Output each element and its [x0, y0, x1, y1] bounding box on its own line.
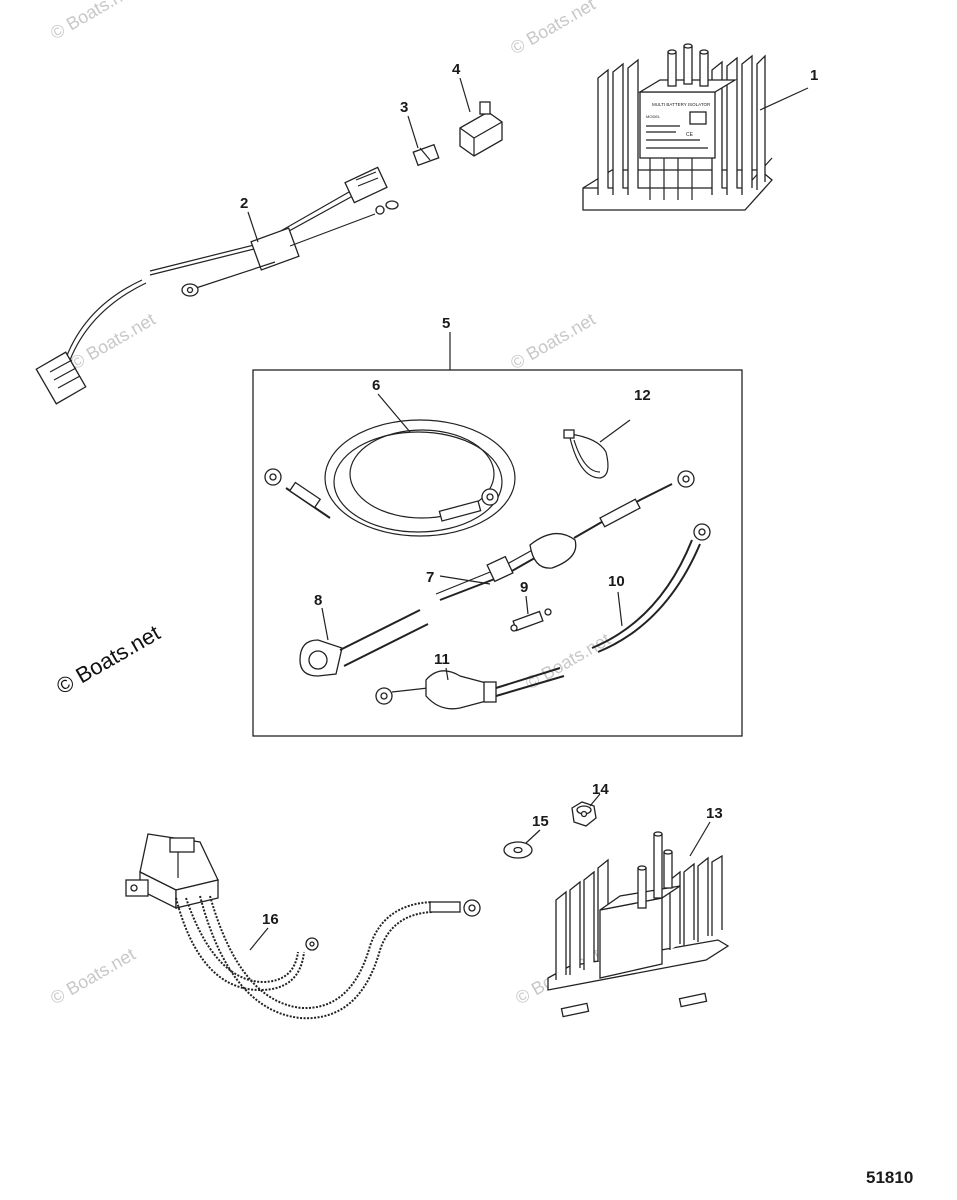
part-11-booted-cable: 11	[375, 651, 565, 710]
callout-3: 3	[400, 99, 408, 116]
part-10-cable: 10	[591, 523, 711, 653]
harness-connector	[344, 166, 388, 204]
watermark: © Boats.net	[47, 944, 139, 1008]
leader-15	[525, 829, 541, 844]
isolator-studs	[667, 43, 709, 87]
leader-3	[407, 115, 419, 149]
watermark-dark: © Boats.net	[52, 620, 164, 699]
leader-13	[689, 821, 711, 857]
part-6-coiled-cable: 6	[264, 377, 516, 537]
part-9-connector: 9	[510, 579, 552, 632]
watermark: © Boats.net	[507, 0, 599, 58]
watermark: © Boats.net	[507, 309, 599, 373]
harness-plug	[35, 351, 87, 405]
part-7-fused-cable: 7	[426, 470, 695, 601]
isolator-fin-bases	[649, 158, 693, 200]
leader-6	[377, 393, 411, 433]
part-12-cable-tie: 12	[563, 387, 651, 479]
callout-9: 9	[520, 579, 528, 596]
part-5-cable-kit: 5 6 12	[252, 315, 743, 737]
leader-10	[617, 591, 623, 627]
callout-13: 13	[706, 805, 723, 822]
watermarks: © Boats.net © Boats.net © Boats.net © Bo…	[47, 0, 614, 1008]
isolator-label: MULTI BATTERY ISOLATOR MODEL CE	[646, 102, 711, 149]
callout-16: 16	[262, 911, 279, 928]
figure-number: 51810	[866, 1168, 914, 1187]
leader-7	[439, 575, 491, 585]
leader-2	[247, 211, 259, 243]
part-8-terminal-cable: 8	[299, 592, 429, 677]
part-4-fuse-holder: 4	[452, 61, 503, 157]
isolator-label-ce: CE	[686, 132, 694, 138]
callout-1: 1	[810, 67, 818, 84]
part-13-isolator: 13	[547, 805, 730, 1018]
isolator-label-title: MULTI BATTERY ISOLATOR	[652, 102, 711, 107]
leader-14	[589, 793, 601, 807]
callout-5: 5	[442, 315, 450, 332]
leader-16	[249, 927, 269, 951]
part-15-washer: 15	[503, 813, 549, 859]
callout-8: 8	[314, 592, 322, 609]
leader-11	[445, 667, 449, 681]
leader-4	[459, 77, 471, 113]
isolator-fins	[597, 54, 766, 195]
isolator-label-model: MODEL	[646, 114, 661, 119]
callout-2: 2	[240, 195, 248, 212]
part-2-wiring-harness: 2	[35, 166, 399, 405]
leader-8	[321, 607, 329, 641]
watermark: © Boats.net	[67, 309, 159, 373]
callout-7: 7	[426, 569, 434, 586]
callout-4: 4	[452, 61, 461, 78]
part-3-fuse: 3	[400, 99, 440, 167]
isolator13-studs	[637, 831, 673, 909]
leader-9	[525, 595, 529, 615]
callout-12: 12	[634, 387, 651, 404]
leader-1	[759, 87, 809, 111]
callout-15: 15	[532, 813, 549, 830]
part-1-battery-isolator: MULTI BATTERY ISOLATOR MODEL CE 1	[582, 43, 818, 211]
callout-11: 11	[434, 651, 450, 668]
callout-10: 10	[608, 573, 625, 590]
callout-14: 14	[592, 781, 609, 798]
callout-6: 6	[372, 377, 380, 394]
part-14-nut: 14	[571, 781, 609, 827]
watermark: © Boats.net	[47, 0, 139, 43]
leader-12	[599, 419, 631, 443]
part-16-relay-harness: 16	[125, 833, 481, 1020]
